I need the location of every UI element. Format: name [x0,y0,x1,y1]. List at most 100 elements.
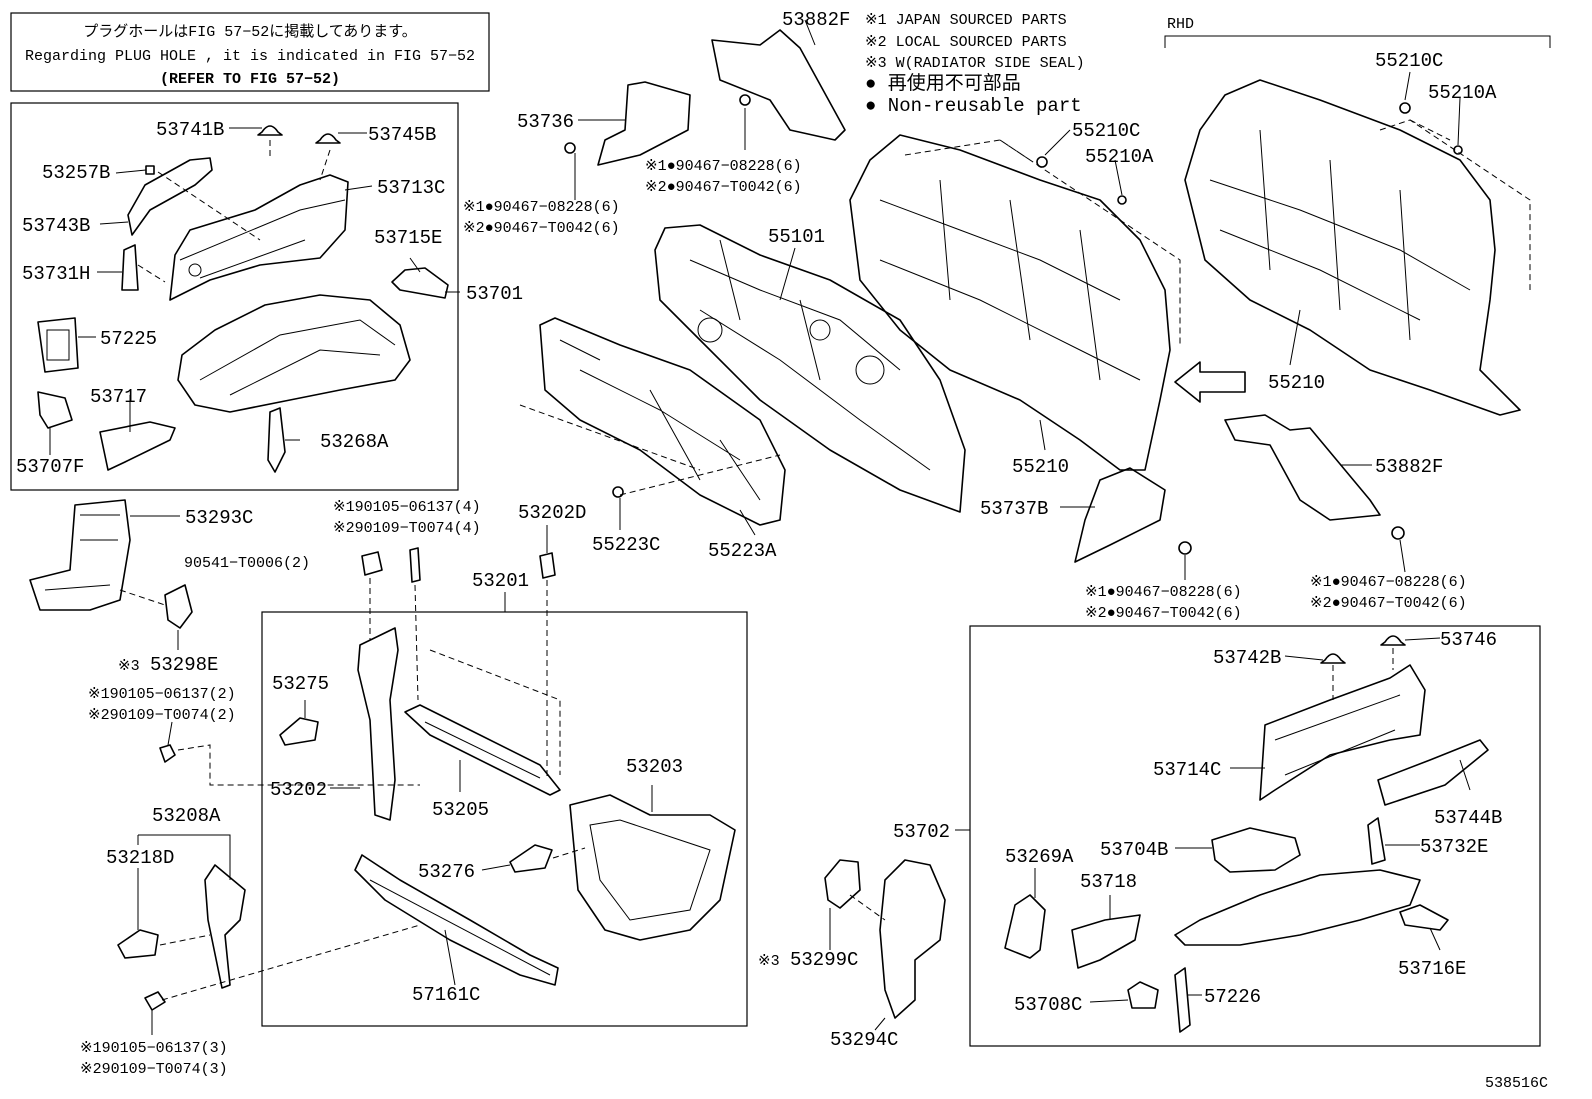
bolt-icon [144,991,166,1011]
upper-crossmember-53205 [404,704,561,796]
bracket-53715E [391,267,449,299]
dashes-box1 [137,140,331,283]
clip-icon [564,142,576,154]
rhd-bracket [1164,35,1551,48]
silencer-53736 [597,81,691,166]
hole [188,263,202,277]
label-57161C: 57161C [412,984,480,1006]
apron-upper-member-53713C [169,174,349,301]
label-53205: 53205 [432,799,489,821]
dash-panel-55223A [539,317,786,526]
label-53746: 53746 [1440,629,1497,651]
legend-radiator-seal: ※3 W(RADIATOR SIDE SEAL) [865,55,1085,72]
clip-icon [1178,541,1192,555]
silencer-55210-mid [849,134,1171,471]
fastener-label: ※1●90467−08228(6) [645,158,802,175]
bolt-icon [409,547,421,583]
fastener-label: ※290109−T0074(4) [333,520,481,537]
legend-local-sourced: ※2 LOCAL SOURCED PARTS [865,34,1067,51]
fastener-label: ※190105−06137(3) [80,1040,228,1057]
dash-panel-55101 [654,224,966,513]
bracket-53268A [267,407,286,473]
label-57226: 57226 [1204,986,1261,1008]
dashes-55210-right [1379,119,1531,290]
lower-crossmember-57161C [354,854,559,986]
leaders-53882F-right [1340,464,1406,573]
dashes-55223 [519,404,781,496]
dash-53299C [849,894,886,921]
leader-55101 [779,247,796,301]
legend-non-reusable-jp: ● 再使用不可部品 [865,72,1021,95]
bracket-53293C-detail [44,514,120,591]
front-apron-53701 [177,294,411,413]
silencer-mid-detail [879,179,1141,381]
clip-53741B [257,125,283,136]
bracket-53732E [1367,817,1386,865]
group-box-53201 [261,611,748,1027]
part-57226 [1174,967,1191,1033]
fastener-label: ※290109−T0074(3) [80,1061,228,1078]
label-53732E: 53732E [1420,836,1488,858]
fastener-label: ※190105−06137(2) [88,686,236,703]
part-53257B [145,165,155,175]
leaders-box-53702 [1034,637,1471,1003]
label-53202: 53202 [270,779,327,801]
bracket-53716E [1399,904,1449,931]
label-53716E: 53716E [1398,958,1466,980]
clip-53745B [315,133,341,144]
label-53745B: 53745B [368,124,436,146]
bracket-53294C [879,859,946,1019]
crossmember-detail [424,721,541,779]
label-53715E: 53715E [374,227,442,249]
note-marker: ※3 [118,658,140,675]
bracket-53717 [99,421,176,471]
fastener-label: ※2●90467−T0042(6) [645,179,802,196]
label-53299C: 53299C [790,949,858,971]
label-55210A-mid: 55210A [1085,146,1154,168]
fastener-label: ※290109−T0074(2) [88,707,236,724]
apron-upper-detail [179,199,346,279]
dash-panel-lower-detail [559,339,761,501]
dash-panel-detail [689,239,931,471]
label-53736: 53736 [517,111,574,133]
clip-icon [539,552,556,579]
bracket-53208A [204,864,246,989]
bracket-53293C [29,499,131,611]
leaders-53299C [829,908,886,1031]
bracket-leader-53208A [137,834,231,880]
label-53268A: 53268A [320,431,389,453]
label-53707F: 53707F [16,456,84,478]
bolt-icon [159,744,176,763]
label-53882F-top: 53882F [782,9,850,31]
note-refer: (REFER TO FIG 57−52) [160,71,340,88]
hole [809,319,831,341]
silencer-53882F-top [711,29,846,141]
apron-detail [199,319,396,396]
seal-53299C [824,859,861,909]
dashes-rhd-clips [1332,648,1394,700]
bracket-53718 [1071,914,1141,969]
label-53218D: 53218D [106,847,174,869]
label-53202D: 53202D [518,502,586,524]
label-53718: 53718 [1080,871,1137,893]
front-apron-rhd [1174,869,1421,946]
dash-53298E [119,589,166,606]
label-53701: 53701 [466,283,523,305]
label-53731H: 53731H [22,263,90,285]
label-53743B: 53743B [22,215,90,237]
direction-arrow-icon [1174,361,1246,403]
label-53276: 53276 [418,861,475,883]
note-box [10,12,490,92]
label-53293C: 53293C [185,507,253,529]
grommet-icon [361,551,383,576]
label-55101: 55101 [768,226,825,248]
label-53714C: 53714C [1153,759,1221,781]
note-marker: ※3 [758,953,780,970]
reinforcement-53744B [1377,739,1489,806]
label-53737B: 53737B [980,498,1048,520]
label-53741B: 53741B [156,119,224,141]
dash-53276 [552,847,586,859]
label-53203: 53203 [626,756,683,778]
dashes-55210-mid [904,139,1181,345]
legend-non-reusable-en: ● Non-reusable part [865,95,1082,117]
